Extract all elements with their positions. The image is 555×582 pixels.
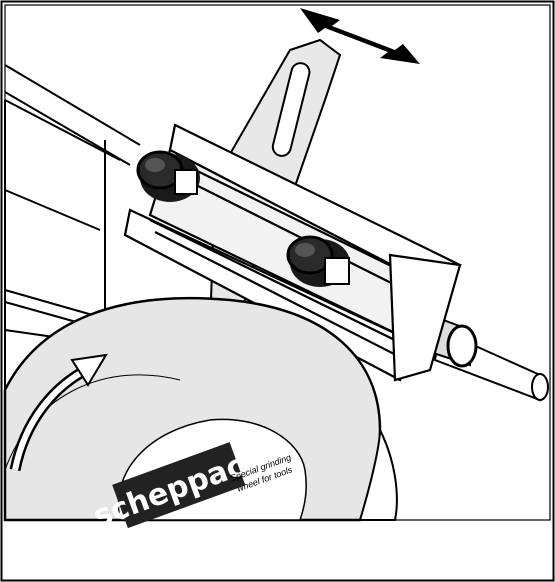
double-arrow-icon [300, 8, 420, 64]
rotation-arrow-icon [9, 353, 108, 472]
clamp-knob-right [286, 235, 350, 287]
support-rod [4, 313, 549, 402]
upper-rod [4, 64, 141, 166]
clamp-knob-left [136, 150, 200, 202]
grinding-wheel [3, 296, 398, 522]
